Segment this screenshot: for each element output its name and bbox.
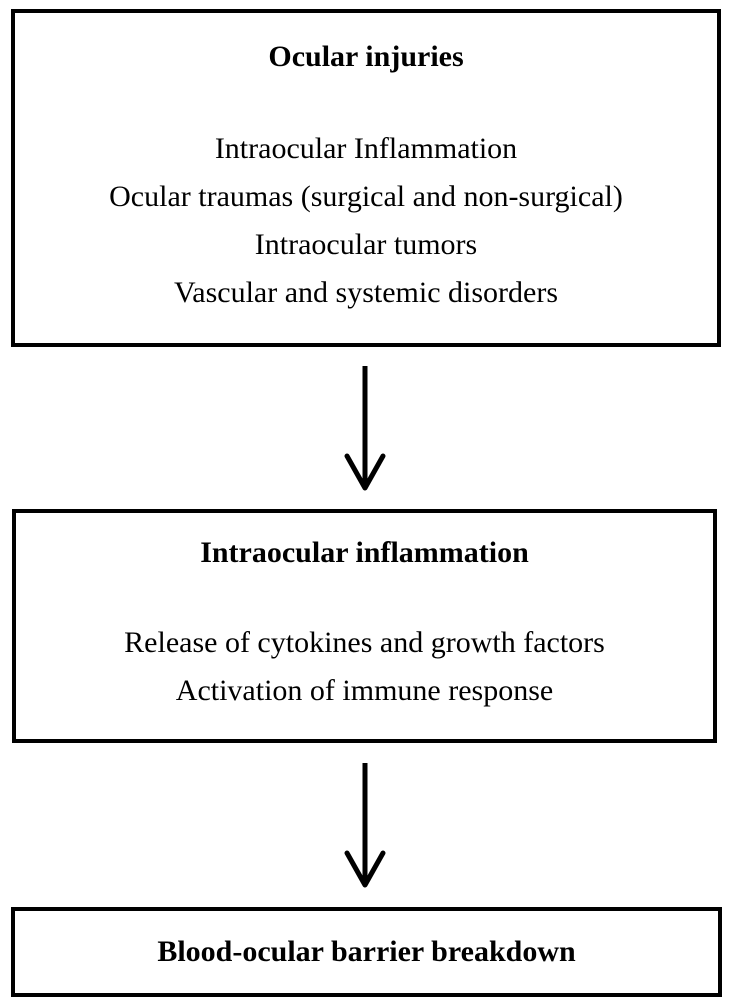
list-item: Intraocular tumors: [254, 228, 478, 261]
box-intraocular-inflammation: Intraocular inflammation Release of cyto…: [12, 509, 717, 743]
intraocular-inflammation-list: Release of cytokines and growth factors …: [16, 619, 713, 715]
box-intraocular-inflammation-title: Intraocular inflammation: [200, 536, 529, 569]
list-item: Release of cytokines and growth factors: [124, 626, 605, 659]
list-item: Activation of immune response: [175, 674, 554, 707]
box-ocular-injuries-title: Ocular injuries: [268, 40, 464, 73]
box-blood-ocular-barrier-breakdown-title: Blood-ocular barrier breakdown: [157, 935, 576, 968]
arrow-down-icon: [344, 763, 386, 888]
box-ocular-injuries: Ocular injuries Intraocular Inflammation…: [11, 9, 721, 347]
box-blood-ocular-barrier-breakdown: Blood-ocular barrier breakdown: [11, 907, 722, 997]
ocular-injuries-list: Intraocular Inflammation Ocular traumas …: [15, 125, 717, 317]
list-item: Ocular traumas (surgical and non-surgica…: [109, 180, 623, 213]
list-item: Vascular and systemic disorders: [173, 276, 559, 309]
arrow-down-icon: [344, 366, 386, 491]
list-item: Intraocular Inflammation: [214, 132, 518, 165]
